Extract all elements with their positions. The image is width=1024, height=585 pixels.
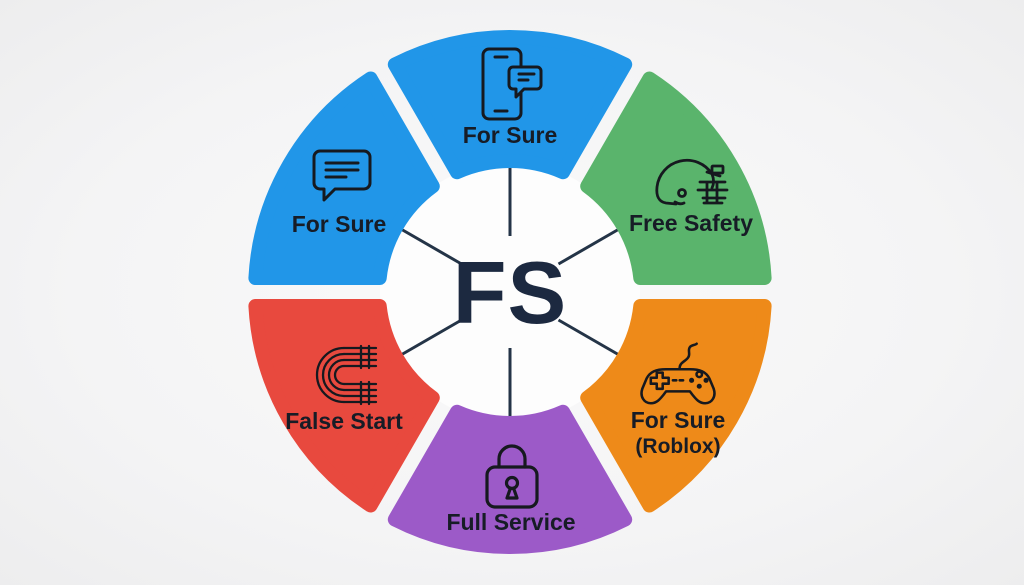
segment-sublabel: (Roblox) — [635, 435, 720, 458]
chat-bubble-icon — [312, 149, 372, 202]
segment-label: For Sure — [631, 407, 726, 433]
segment-arc — [580, 299, 772, 513]
spoke-line — [557, 227, 620, 266]
segment-label: For Sure — [463, 122, 558, 148]
spoke-lines — [400, 166, 620, 418]
game-controller-icon — [640, 342, 716, 405]
segment-label: For Sure — [292, 211, 387, 237]
spoke-line — [400, 227, 463, 266]
phone-chat-icon — [481, 47, 543, 121]
segment-arc — [580, 71, 772, 285]
center-initials: FS — [453, 243, 567, 342]
segment-top-for-sure: For Sure — [387, 29, 633, 180]
segment-false-start: False Start — [248, 299, 440, 513]
inner-circle — [380, 162, 640, 422]
segment-left-for-sure: For Sure — [248, 71, 440, 285]
football-helmet-icon — [655, 158, 729, 206]
running-track-icon — [315, 344, 378, 406]
segment-full-service: Full Service — [387, 404, 633, 555]
segment-label: False Start — [285, 408, 403, 434]
segment-label: Free Safety — [629, 210, 753, 236]
segment-arc — [248, 299, 440, 513]
segment-label: Full Service — [446, 509, 575, 535]
spoke-line — [400, 318, 463, 357]
segment-for-sure-roblox: For Sure (Roblox) — [580, 299, 772, 513]
segment-free-safety: Free Safety — [580, 71, 772, 285]
segment-arc — [387, 29, 633, 180]
padlock-icon — [485, 444, 539, 509]
spoke-line — [557, 318, 620, 357]
